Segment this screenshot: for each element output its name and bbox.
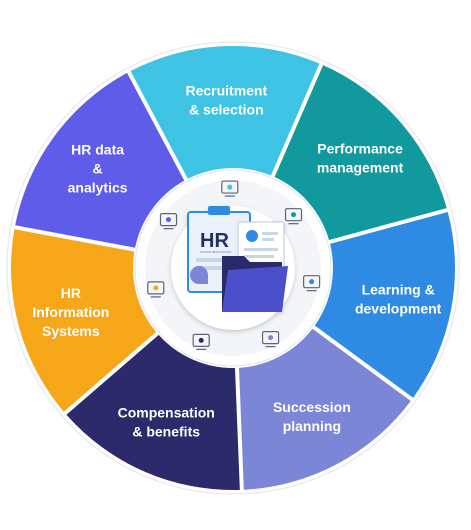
segment-label-line: Recruitment bbox=[185, 83, 267, 99]
segment-label-line: & selection bbox=[189, 102, 264, 118]
segment-label-1: Performance management bbox=[317, 141, 404, 176]
segment-label-line: planning bbox=[283, 418, 341, 434]
segment-5 bbox=[10, 229, 157, 412]
segment-label-4: Compensation & benefits bbox=[118, 405, 215, 440]
center-badge-text: HR bbox=[200, 230, 229, 252]
outer-ring bbox=[6, 41, 460, 495]
hand-coins-icon bbox=[192, 333, 210, 351]
segment-label-0: Recruitment & selection bbox=[185, 83, 267, 118]
center-illustration: HR HUMAN RESOURCES bbox=[171, 206, 295, 330]
segment-label-line: Information bbox=[32, 304, 109, 320]
segment-label-3: Succession planning bbox=[273, 399, 351, 434]
org-chart-icon bbox=[261, 331, 280, 348]
segment-label-2: Learning & development bbox=[355, 281, 442, 316]
segment-label-6: HR data & analytics bbox=[68, 142, 128, 196]
briefcase-chart-icon bbox=[284, 208, 303, 225]
segment-label-line: development bbox=[355, 300, 442, 316]
segment-4 bbox=[66, 334, 240, 490]
icons-group bbox=[147, 180, 321, 351]
segment-label-line: HR data bbox=[71, 142, 124, 158]
megaphone-icon bbox=[221, 180, 239, 197]
segment-label-line: & benefits bbox=[132, 424, 200, 440]
segment-label-line: Succession bbox=[273, 399, 351, 415]
segment-label-line: management bbox=[317, 160, 404, 176]
segment-label-line: Compensation bbox=[118, 405, 215, 421]
segment-label-line: Learning & bbox=[362, 281, 435, 297]
segment-label-line: analytics bbox=[68, 180, 128, 196]
segment-label-line: HR bbox=[61, 285, 81, 301]
segment-1 bbox=[274, 65, 447, 240]
segment-6 bbox=[15, 72, 185, 248]
segment-label-line: Systems bbox=[42, 323, 100, 339]
segment-3 bbox=[238, 328, 411, 490]
segments-group bbox=[10, 46, 455, 490]
segment-2 bbox=[314, 211, 455, 398]
segment-label-line: & bbox=[93, 161, 103, 177]
segment-0 bbox=[130, 46, 320, 179]
center-badge-subtitle: HUMAN RESOURCES bbox=[200, 250, 231, 254]
folder-icon bbox=[222, 256, 288, 312]
analytics-search-icon bbox=[159, 213, 178, 230]
presentation-board-icon bbox=[303, 275, 321, 292]
people-network-icon bbox=[147, 281, 165, 298]
segment-label-line: Performance bbox=[317, 141, 403, 157]
